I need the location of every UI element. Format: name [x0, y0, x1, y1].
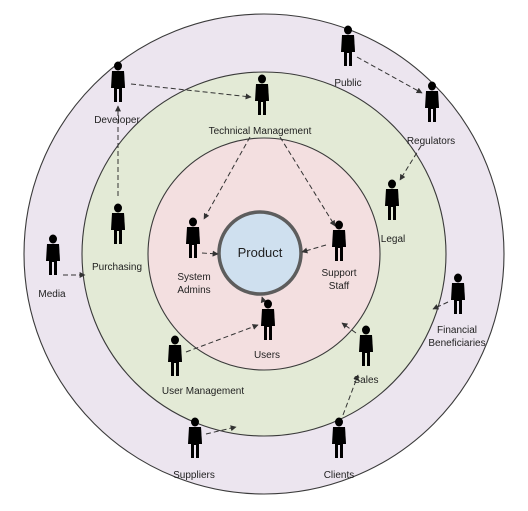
legal-label: Legal: [381, 234, 405, 245]
arrow-clients-to-sales: [342, 374, 359, 416]
financial-label-line2: Beneficiaries: [428, 338, 485, 349]
arrow-sales-to-users: [341, 322, 357, 334]
system-admins-label-line2: Admins: [177, 285, 210, 296]
suppliers-label: Suppliers: [173, 470, 215, 481]
purchasing-label: Purchasing: [92, 262, 142, 273]
public-label: Public: [334, 78, 361, 89]
developer-label: Developer: [94, 115, 140, 126]
arrow-developer-to-tech-mgmt: [130, 83, 252, 100]
product-label: Product: [238, 245, 283, 260]
arrow-support-to-product: [301, 244, 327, 254]
users-label: Users: [254, 350, 280, 361]
arrow-public-to-regulators: [356, 56, 423, 94]
relationship-arrows: [63, 56, 449, 435]
arrow-regulators-to-legal: [399, 145, 422, 181]
product-core: [217, 210, 303, 296]
arrow-sysadmins-to-product: [201, 250, 219, 257]
arrow-tech-mgmt-to-support: [279, 136, 336, 227]
sales-label: Sales: [353, 375, 378, 386]
arrow-usermgmt-to-users: [185, 324, 259, 353]
clients-label: Clients: [324, 470, 355, 481]
financial-label-line1: Financial: [437, 325, 477, 336]
arrow-suppliers-to-middle: [205, 425, 237, 435]
user-management-label: User Management: [162, 386, 244, 397]
regulators-label: Regulators: [407, 136, 455, 147]
arrow-users-to-product: [260, 296, 267, 304]
system-admins-label-line1: System: [177, 272, 210, 283]
support-staff-label-line1: Support: [321, 268, 356, 279]
technical-management-label: Technical Management: [209, 126, 312, 137]
media-label: Media: [38, 289, 66, 300]
support-staff-label-line2: Staff: [329, 281, 350, 292]
arrow-financial-to-outer: [432, 301, 449, 310]
